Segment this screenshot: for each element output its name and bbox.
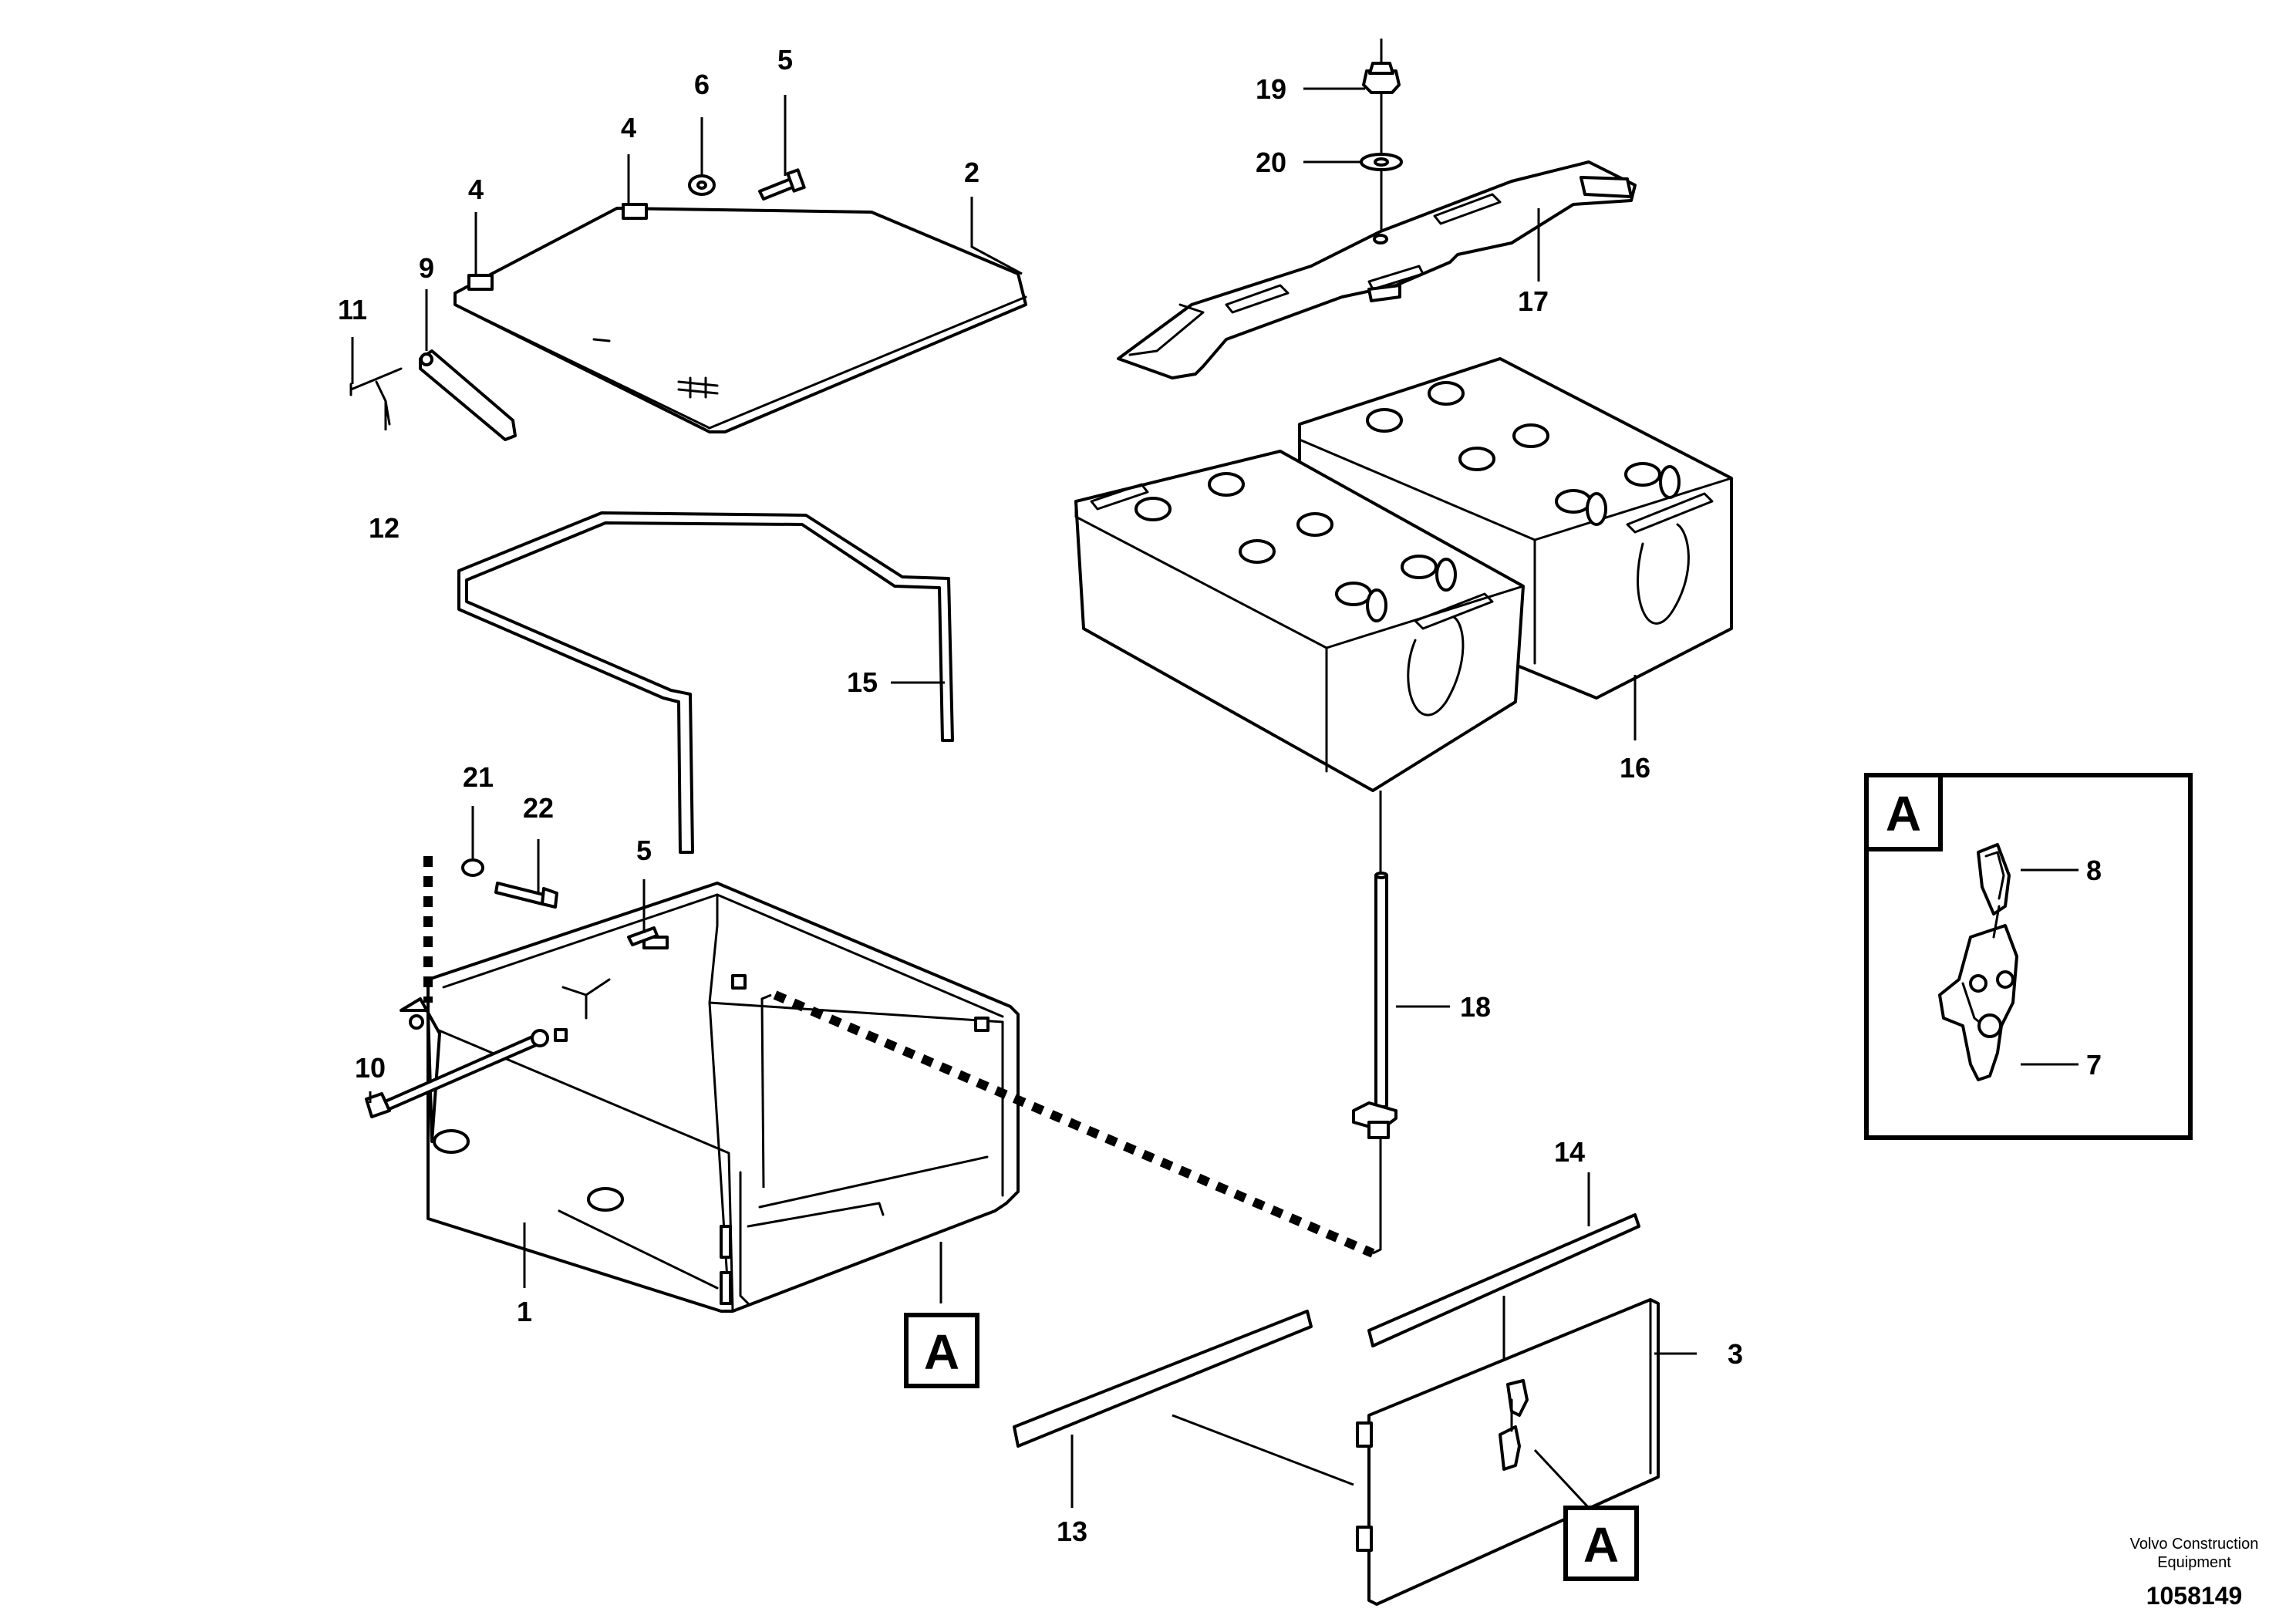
battery-box-lid xyxy=(453,203,1027,433)
label-5-top: 5 xyxy=(777,44,793,76)
label-4-lower: 4 xyxy=(468,174,484,205)
label-4-upper: 4 xyxy=(621,112,636,143)
label-6: 6 xyxy=(694,69,710,100)
label-10: 10 xyxy=(355,1052,386,1084)
svg-text:A: A xyxy=(924,1324,959,1380)
callout-a-box: A xyxy=(904,1313,979,1388)
label-5-box: 5 xyxy=(636,835,652,866)
label-15: 15 xyxy=(847,666,878,698)
footer-company-line2: Equipment xyxy=(2157,1554,2231,1571)
label-22: 22 xyxy=(523,792,554,824)
lid-screw-washer xyxy=(688,168,806,201)
battery-box-door xyxy=(1356,1298,1660,1606)
detail-view-a xyxy=(1864,773,2193,1140)
label-8: 8 xyxy=(2086,855,2102,886)
battery-hold-down-rod xyxy=(1352,872,1397,1139)
label-3: 3 xyxy=(1728,1338,1743,1370)
svg-text:A: A xyxy=(1583,1517,1619,1573)
detail-a-title: A xyxy=(1886,786,1921,841)
label-14: 14 xyxy=(1554,1136,1585,1168)
lid-support-arm xyxy=(349,349,517,441)
battery-box xyxy=(400,882,1020,1313)
battery-front xyxy=(1074,450,1525,792)
footer-company-line1: Volvo Construction xyxy=(2130,1536,2259,1553)
clamp-nut-washer xyxy=(1360,39,1403,231)
label-1: 1 xyxy=(517,1296,532,1327)
label-13: 13 xyxy=(1057,1516,1087,1547)
label-12: 12 xyxy=(369,512,400,544)
seal-strip-13 xyxy=(1013,1310,1313,1448)
label-20: 20 xyxy=(1256,147,1286,178)
assembly-path-rod xyxy=(773,990,1375,1258)
label-18: 18 xyxy=(1460,991,1491,1023)
battery-clamp-bar xyxy=(1117,160,1637,379)
seal-strip-14 xyxy=(1367,1213,1640,1347)
label-16: 16 xyxy=(1620,752,1650,784)
box-fasteners xyxy=(365,858,659,1118)
label-21: 21 xyxy=(463,761,494,793)
label-7: 7 xyxy=(2086,1049,2102,1081)
label-2: 2 xyxy=(964,157,979,188)
label-17: 17 xyxy=(1518,285,1549,317)
leader-lines xyxy=(351,87,2079,1509)
label-11: 11 xyxy=(338,294,367,325)
drawing-number: 1058149 xyxy=(2146,1582,2243,1610)
assembly-path-line xyxy=(760,993,772,1189)
callout-a-door: A xyxy=(1563,1506,1639,1581)
label-9: 9 xyxy=(419,252,434,284)
label-19: 19 xyxy=(1256,73,1286,105)
retaining-frame xyxy=(457,511,954,854)
